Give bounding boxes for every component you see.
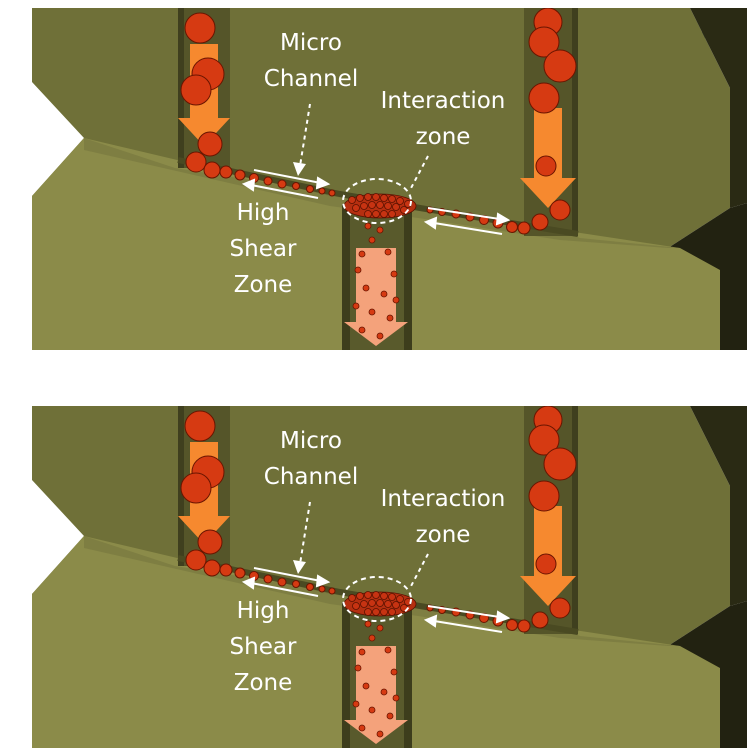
micro-channel-pointer	[299, 501, 311, 565]
interaction-zone-outline	[342, 178, 412, 224]
high-shear-label-3: Zone	[234, 272, 293, 298]
interaction-zone-label-1: Interaction	[381, 88, 506, 114]
large-particles	[180, 406, 577, 633]
micro-channel-label-1: Micro	[280, 30, 342, 56]
high-shear-label-1: High	[237, 200, 290, 226]
interaction-zone-label-1: Interaction	[381, 486, 506, 512]
outlet-particles	[352, 222, 400, 340]
large-particles	[180, 8, 577, 235]
interaction-zone-label-2: zone	[416, 522, 471, 548]
interaction-pointer	[409, 155, 429, 191]
right-edge-shadow	[690, 406, 747, 606]
micro-channel-label-2: Channel	[264, 66, 358, 92]
shear-arrows	[241, 567, 511, 633]
micro-channel-label-2: Channel	[264, 464, 358, 490]
high-shear-label-2: Shear	[230, 236, 297, 262]
diagram-panel-top: Micro Channel Interaction zone High Shea…	[32, 8, 747, 350]
interaction-zone-outline	[342, 576, 412, 622]
interaction-zone-label-2: zone	[416, 124, 471, 150]
outlet-particles	[352, 620, 400, 738]
high-shear-label-2: Shear	[230, 634, 297, 660]
right-edge-shadow	[690, 8, 747, 208]
interaction-cluster	[343, 193, 417, 219]
channel-particles	[219, 165, 518, 233]
diagram-panel-bottom: Micro Channel Interaction zone High Shea…	[32, 406, 747, 748]
micro-channel-label-1: Micro	[280, 428, 342, 454]
high-shear-label-1: High	[237, 598, 290, 624]
interaction-cluster	[343, 591, 417, 617]
micro-channel-pointer	[299, 103, 311, 167]
shear-arrows	[241, 169, 511, 235]
interaction-pointer	[409, 553, 429, 589]
high-shear-label-3: Zone	[234, 670, 293, 696]
